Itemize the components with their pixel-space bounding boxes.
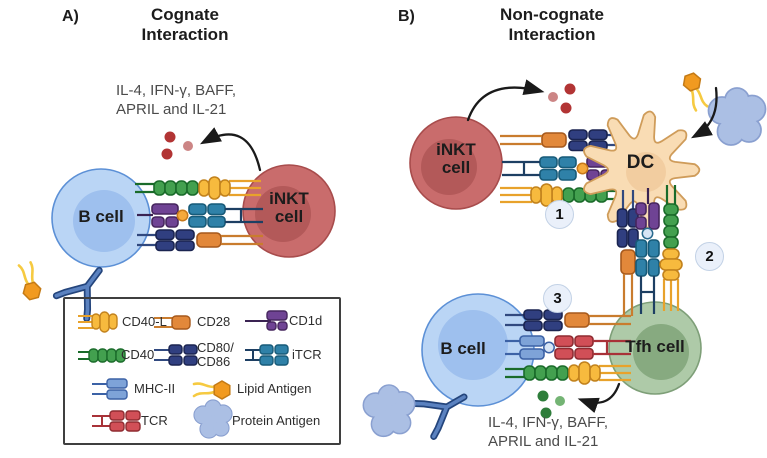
legend-label-cd80-cd86: CD80/CD86 bbox=[197, 340, 234, 369]
legend-label-lipid-antigen: Lipid Antigen bbox=[237, 381, 312, 396]
inkt-cell-a-label: iNKT cell bbox=[269, 189, 309, 226]
cytokine-dots-b-green bbox=[537, 390, 565, 419]
cd80-cd28-pair-dc-tfh bbox=[616, 188, 640, 318]
legend-label-cd40: CD40 bbox=[121, 347, 155, 362]
legend-label-cd28: CD28 bbox=[197, 314, 231, 329]
step-3-badge: 3 bbox=[543, 284, 572, 313]
cd28-cd80-pair-inkt-dc bbox=[498, 128, 628, 152]
inkt-cell-b bbox=[409, 116, 503, 210]
panel-b-title: Non-cognate Interaction bbox=[500, 5, 604, 45]
cd80-cd28-pair-a bbox=[135, 228, 265, 252]
secretion-arrow-a bbox=[199, 127, 262, 172]
step-1-badge: 1 bbox=[545, 200, 574, 229]
panel-a-label: A) bbox=[62, 8, 79, 25]
dc-cell-label: DC bbox=[626, 152, 655, 173]
panel-a-title: Cognate Interaction bbox=[141, 5, 229, 45]
cd40-cd40l-pair-a bbox=[133, 175, 263, 201]
peptide-dot-b-tfh bbox=[543, 341, 555, 354]
legend-label-protein-antigen: Protein Antigen bbox=[232, 413, 321, 428]
panel-b-label: B) bbox=[398, 8, 415, 25]
legend-label-itcr: iTCR bbox=[292, 347, 322, 362]
inkt-cell-a bbox=[242, 164, 336, 258]
protein-antigen-b-cell bbox=[362, 384, 416, 438]
lipid-antigen-a bbox=[14, 260, 45, 303]
legend-box bbox=[63, 297, 341, 445]
secretion-arrow-inkt-b bbox=[466, 79, 545, 122]
legend-label-mhc2: MHC-II bbox=[134, 381, 176, 396]
cytokine-dots-a bbox=[161, 131, 193, 160]
step-2-badge: 2 bbox=[695, 242, 724, 271]
b-cell-a bbox=[51, 168, 151, 268]
cytokine-dots-b-red bbox=[548, 83, 576, 114]
secretion-arrow-tfh bbox=[577, 382, 621, 413]
tfh-cell-label: Tfh cell bbox=[625, 337, 685, 356]
b-cell-a-label: B cell bbox=[78, 207, 124, 226]
panel-b-cytokines: IL-4, IFN-γ, BAFF, APRIL and IL-21 bbox=[488, 414, 609, 450]
inkt-cell-b-label: iNKT cell bbox=[436, 140, 476, 177]
antigen-dot-dc-tfh bbox=[641, 227, 654, 240]
antigen-uptake-arrow bbox=[690, 86, 718, 139]
lipid-antigen-free bbox=[679, 70, 712, 113]
b-cell-b-label: B cell bbox=[440, 339, 486, 358]
panel-a-cytokines: IL-4, IFN-γ, BAFF, APRIL and IL-21 bbox=[116, 82, 237, 118]
legend-label-tcr: TCR bbox=[141, 413, 168, 428]
legend-label-cd40l: CD40-L bbox=[122, 314, 167, 329]
lipid-antigen-dot-a bbox=[176, 209, 189, 222]
legend-label-cd1d: CD1d bbox=[289, 313, 323, 328]
lipid-antigen-dot-dc bbox=[576, 162, 589, 175]
